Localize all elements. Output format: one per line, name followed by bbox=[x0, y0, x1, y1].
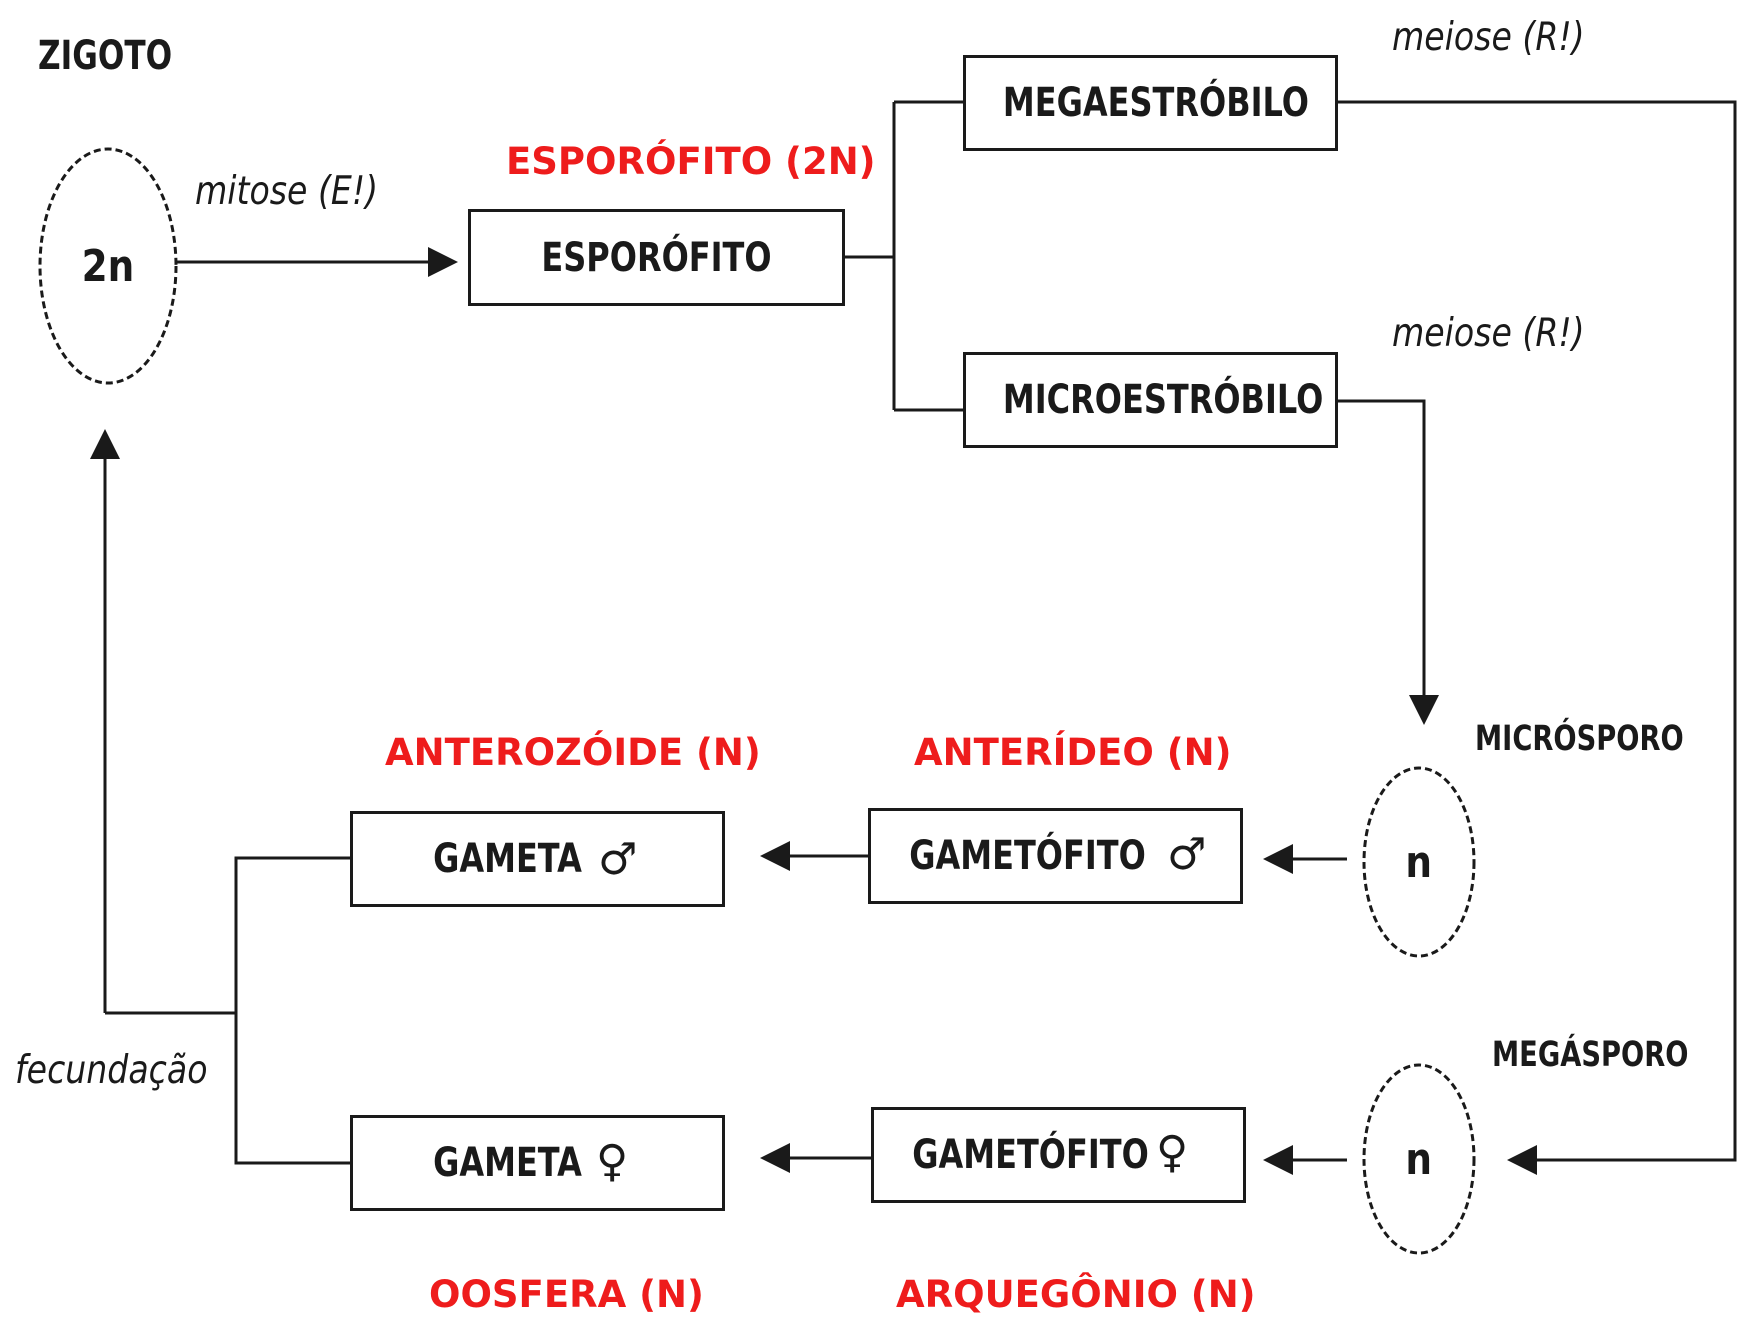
antheridium-caption: ANTERÍDEO (N) bbox=[914, 731, 1232, 774]
sporophyte-branch bbox=[845, 100, 963, 412]
microspore-label: MICRÓSPORO bbox=[1475, 719, 1684, 759]
female-symbol-icon: ♀ bbox=[1156, 1127, 1189, 1178]
male-gamete-box: GAMETA bbox=[350, 811, 725, 907]
male-gamete-symbol-icon: ♂ bbox=[598, 834, 638, 885]
zygote-title: ZIGOTO bbox=[38, 33, 173, 79]
oosphere-caption: OOSFERA (N) bbox=[429, 1273, 704, 1316]
megaspore-label: MEGÁSPORO bbox=[1492, 1035, 1689, 1075]
sporophyte-box: ESPORÓFITO bbox=[468, 209, 845, 306]
microstrobilus-box: MICROESTRÓBILO bbox=[963, 352, 1338, 448]
sporophyte-caption: ESPORÓFITO (2N) bbox=[506, 140, 876, 183]
megastrobilus-box: MEGAESTRÓBILO bbox=[963, 55, 1338, 151]
zygote-node: 2n bbox=[40, 149, 176, 383]
mega-meiose-arrow bbox=[1338, 100, 1737, 1175]
female-gamete-symbol-icon: ♀ bbox=[596, 1136, 629, 1187]
sporophyte-label: ESPORÓFITO bbox=[541, 234, 772, 281]
gamete-merge-line bbox=[105, 856, 350, 1165]
megastrobilus-label: MEGAESTRÓBILO bbox=[1002, 80, 1309, 126]
microspore-node: n bbox=[1364, 768, 1474, 956]
zygote-circle bbox=[38, 147, 178, 385]
megaspore-node: n bbox=[1364, 1065, 1474, 1253]
female-gametophyte-label: GAMETÓFITO bbox=[912, 1132, 1149, 1178]
meiose-mega-label: meiose (R!) bbox=[1392, 15, 1585, 60]
antherozoid-caption: ANTEROZÓIDE (N) bbox=[385, 731, 761, 774]
zygote-ploidy: 2n bbox=[81, 240, 135, 292]
megaspore-circle bbox=[1362, 1063, 1476, 1255]
female-gamete-label: GAMETA bbox=[433, 1140, 582, 1186]
microstrobilus-label: MICROESTRÓBILO bbox=[1002, 377, 1324, 423]
fecundacao-label: fecundação bbox=[15, 1048, 208, 1093]
archegonium-caption: ARQUEGÔNIO (N) bbox=[896, 1273, 1256, 1316]
micro-meiose-arrow bbox=[1338, 399, 1439, 725]
male-gamete-label: GAMETA bbox=[433, 836, 582, 882]
female-gamete-box: GAMETA bbox=[350, 1115, 725, 1211]
microspore-circle bbox=[1362, 766, 1476, 958]
female-gametophyte-box: GAMETÓFITO bbox=[871, 1107, 1246, 1203]
meiose-micro-label: meiose (R!) bbox=[1392, 311, 1585, 356]
microspore-ploidy: n bbox=[1405, 836, 1433, 888]
megaspore-ploidy: n bbox=[1405, 1133, 1433, 1185]
mitose-label: mitose (E!) bbox=[195, 169, 379, 214]
male-gametophyte-box: GAMETÓFITO bbox=[868, 808, 1243, 904]
male-gametophyte-label: GAMETÓFITO bbox=[909, 833, 1146, 879]
male-symbol-icon: ♂ bbox=[1167, 829, 1207, 880]
